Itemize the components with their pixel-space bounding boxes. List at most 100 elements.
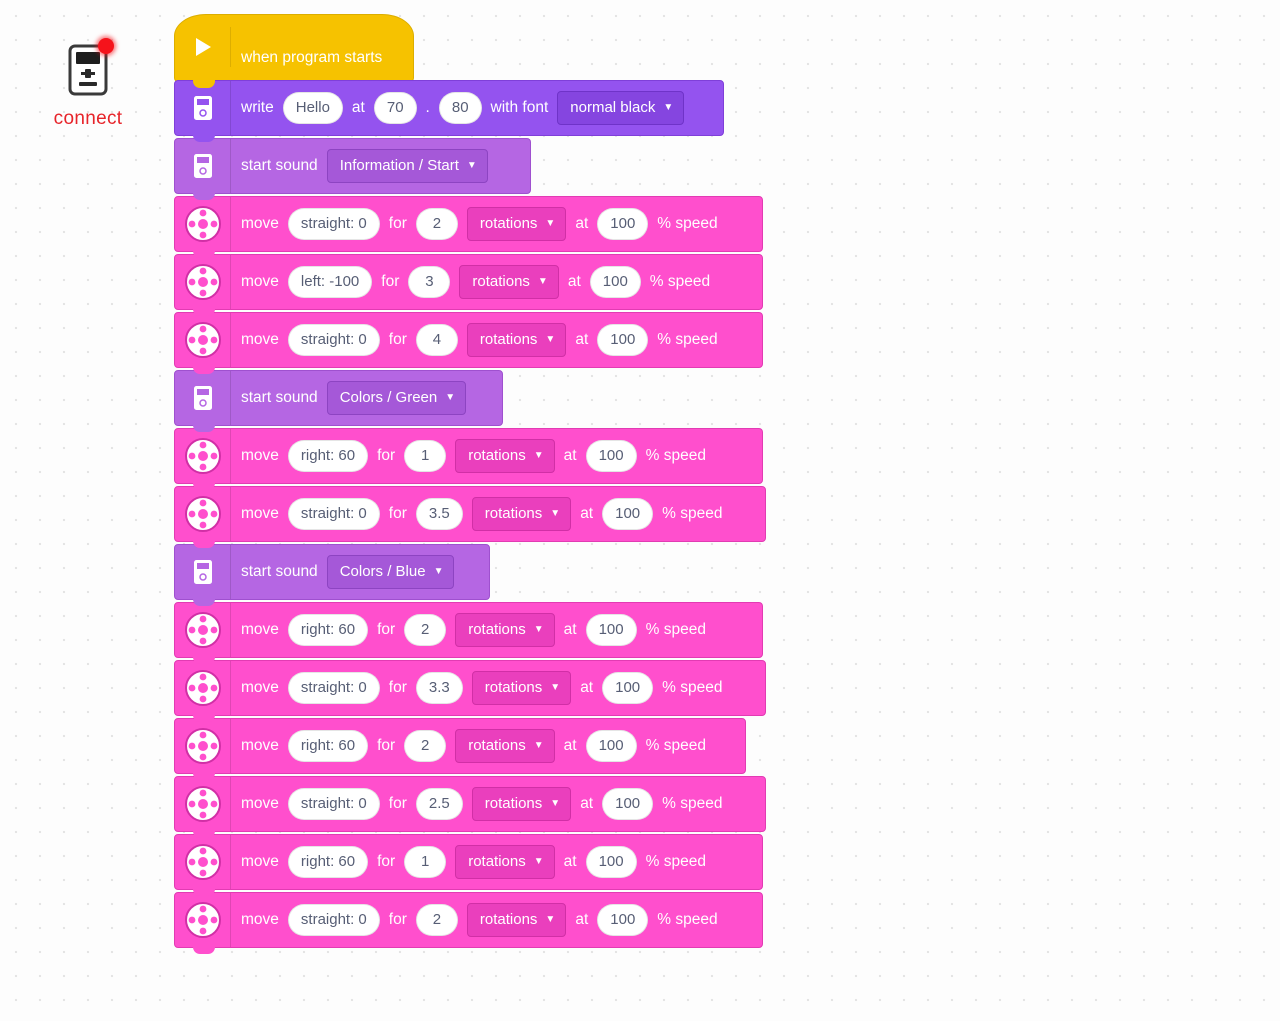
at-label: at <box>563 853 577 870</box>
direction-input[interactable]: left: -100 <box>287 266 373 298</box>
motor-pair-icon <box>184 206 221 242</box>
for-label: for <box>377 621 396 638</box>
icon-cell <box>175 371 231 425</box>
direction-input[interactable]: right: 60 <box>287 614 369 646</box>
chevron-down-icon: ▼ <box>445 392 456 403</box>
speed-input[interactable]: 100 <box>585 440 637 472</box>
text-input[interactable]: Hello <box>282 92 343 124</box>
move-block[interactable]: move straight: 0 for 2 rotations▼ at 100… <box>174 892 763 954</box>
for-label: for <box>377 737 396 754</box>
speed-label: % speed <box>657 215 718 232</box>
y-input[interactable]: 80 <box>438 92 482 124</box>
unit-dropdown[interactable]: rotations▼ <box>466 903 567 937</box>
speed-input[interactable]: 100 <box>589 266 641 298</box>
start-sound-label: start sound <box>241 563 318 580</box>
amount-input[interactable]: 2 <box>415 208 458 240</box>
move-block[interactable]: move right: 60 for 1 rotations▼ at 100 %… <box>174 834 763 896</box>
speed-input[interactable]: 100 <box>597 324 649 356</box>
move-block[interactable]: move right: 60 for 2 rotations▼ at 100 %… <box>174 602 763 664</box>
font-label: with font <box>490 99 549 116</box>
direction-input[interactable]: straight: 0 <box>287 208 380 240</box>
icon-cell <box>175 313 231 367</box>
speed-label: % speed <box>657 331 718 348</box>
start-sound-block[interactable]: start sound Colors / Blue▼ <box>174 544 490 606</box>
speed-input[interactable]: 100 <box>602 788 654 820</box>
unit-dropdown[interactable]: rotations▼ <box>471 497 572 531</box>
amount-input[interactable]: 1 <box>404 846 447 878</box>
font-value: normal black <box>570 99 656 116</box>
at-label: at <box>563 447 577 464</box>
direction-input[interactable]: right: 60 <box>287 440 369 472</box>
chevron-down-icon: ▼ <box>550 798 561 809</box>
amount-input[interactable]: 4 <box>415 324 458 356</box>
amount-input[interactable]: 3.3 <box>415 672 463 704</box>
speed-label: % speed <box>657 911 718 928</box>
unit-dropdown[interactable]: rotations▼ <box>455 729 555 763</box>
speed-input[interactable]: 100 <box>585 730 637 762</box>
unit-dropdown[interactable]: rotations▼ <box>455 845 555 879</box>
chevron-down-icon: ▼ <box>533 450 544 461</box>
direction-input[interactable]: right: 60 <box>287 846 369 878</box>
move-block[interactable]: move straight: 0 for 2 rotations▼ at 100… <box>174 196 763 258</box>
icon-cell <box>175 661 231 715</box>
sound-dropdown[interactable]: Colors / Blue▼ <box>326 555 455 589</box>
speed-input[interactable]: 100 <box>602 672 654 704</box>
unit-dropdown[interactable]: rotations▼ <box>459 265 559 299</box>
icon-cell <box>175 777 231 831</box>
connect-button[interactable]: connect <box>40 34 136 134</box>
speed-label: % speed <box>649 273 711 290</box>
unit-dropdown[interactable]: rotations▼ <box>466 207 567 241</box>
speed-input[interactable]: 100 <box>597 904 649 936</box>
move-block[interactable]: move left: -100 for 3 rotations▼ at 100 … <box>174 254 763 316</box>
speed-input[interactable]: 100 <box>585 614 637 646</box>
move-block[interactable]: move straight: 0 for 3.5 rotations▼ at 1… <box>174 486 766 548</box>
start-sound-block[interactable]: start sound Information / Start▼ <box>174 138 531 200</box>
amount-input[interactable]: 2 <box>415 904 458 936</box>
amount-input[interactable]: 1 <box>404 440 447 472</box>
amount-input[interactable]: 2 <box>404 730 447 762</box>
unit-value: rotations <box>479 911 538 928</box>
speed-label: % speed <box>645 447 706 464</box>
x-input[interactable]: 70 <box>373 92 417 124</box>
unit-dropdown[interactable]: rotations▼ <box>466 323 567 357</box>
icon-cell <box>175 139 231 193</box>
motor-pair-icon <box>184 786 221 822</box>
speed-input[interactable]: 100 <box>585 846 637 878</box>
sound-dropdown[interactable]: Colors / Green▼ <box>326 381 467 415</box>
unit-dropdown[interactable]: rotations▼ <box>471 787 572 821</box>
when-program-starts-block[interactable]: when program starts <box>174 14 414 88</box>
speed-input[interactable]: 100 <box>597 208 649 240</box>
unit-dropdown[interactable]: rotations▼ <box>455 613 555 647</box>
amount-input[interactable]: 3 <box>408 266 451 298</box>
direction-input[interactable]: straight: 0 <box>287 324 380 356</box>
unit-value: rotations <box>468 737 526 754</box>
write-text-block[interactable]: write Hello at 70 . 80 with font normal … <box>174 80 724 142</box>
chevron-down-icon: ▼ <box>466 160 477 171</box>
sound-dropdown[interactable]: Information / Start▼ <box>326 149 488 183</box>
direction-input[interactable]: straight: 0 <box>287 788 380 820</box>
direction-input[interactable]: straight: 0 <box>287 904 380 936</box>
move-block[interactable]: move straight: 0 for 4 rotations▼ at 100… <box>174 312 763 374</box>
for-label: for <box>377 853 396 870</box>
unit-dropdown[interactable]: rotations▼ <box>455 439 555 473</box>
move-block[interactable]: move straight: 0 for 3.3 rotations▼ at 1… <box>174 660 766 722</box>
move-block[interactable]: move right: 60 for 2 rotations▼ at 100 %… <box>174 718 746 780</box>
font-dropdown[interactable]: normal black▼ <box>557 91 685 125</box>
speed-input[interactable]: 100 <box>602 498 654 530</box>
hub-sound-icon <box>192 559 213 585</box>
amount-input[interactable]: 2.5 <box>415 788 463 820</box>
amount-input[interactable]: 3.5 <box>415 498 463 530</box>
direction-input[interactable]: right: 60 <box>287 730 369 762</box>
amount-input[interactable]: 2 <box>404 614 447 646</box>
unit-dropdown[interactable]: rotations▼ <box>471 671 572 705</box>
direction-input[interactable]: straight: 0 <box>287 498 380 530</box>
unit-value: rotations <box>479 215 538 232</box>
for-label: for <box>388 505 407 522</box>
unit-value: rotations <box>472 273 530 290</box>
move-block[interactable]: move straight: 0 for 2.5 rotations▼ at 1… <box>174 776 766 838</box>
at-label: at <box>351 99 365 116</box>
for-label: for <box>388 679 407 696</box>
start-sound-block[interactable]: start sound Colors / Green▼ <box>174 370 503 432</box>
direction-input[interactable]: straight: 0 <box>287 672 380 704</box>
move-block[interactable]: move right: 60 for 1 rotations▼ at 100 %… <box>174 428 763 490</box>
